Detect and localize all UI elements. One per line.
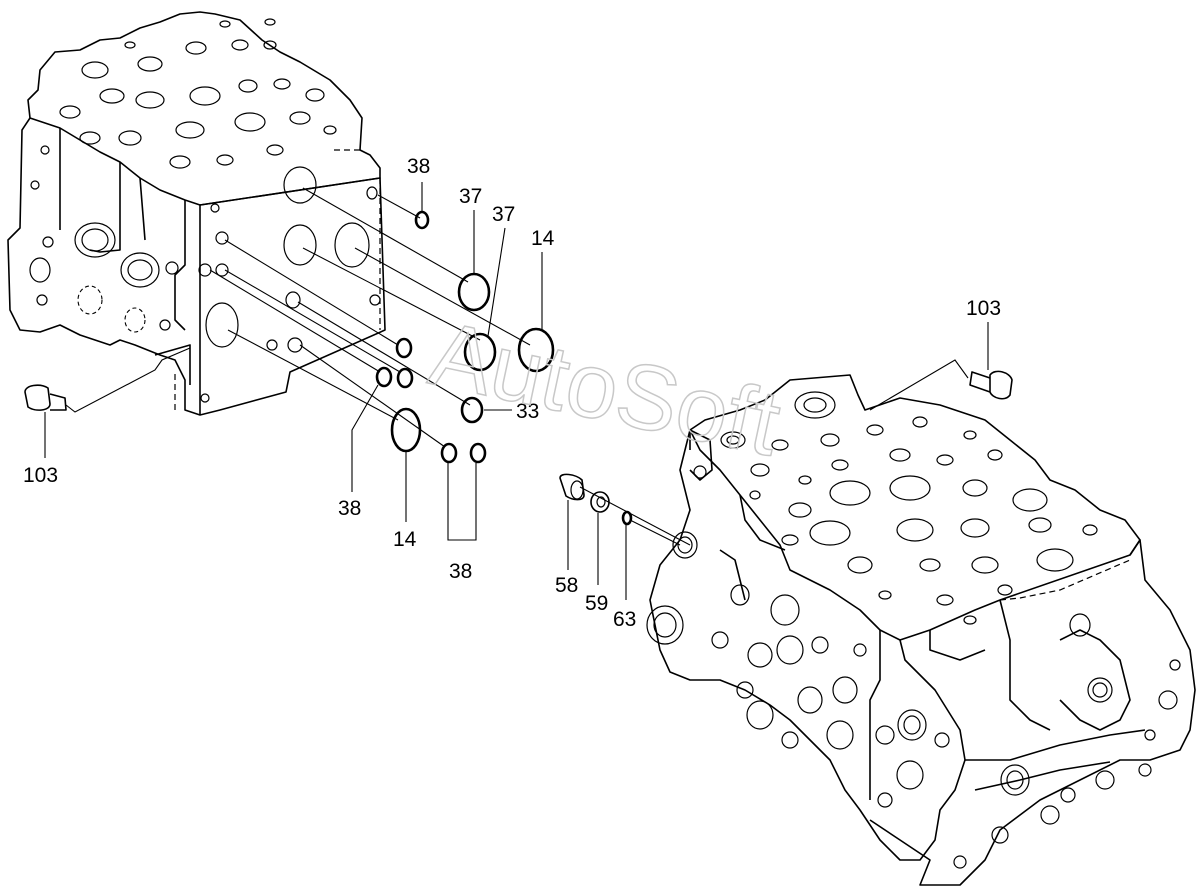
o-ring-37-lower	[463, 332, 497, 372]
callout-leaders	[44, 182, 989, 600]
o-ring-38-lower-b	[469, 442, 487, 464]
callout-14-lower: 14	[393, 528, 417, 551]
callout-33: 33	[516, 400, 539, 423]
callout-14-upper: 14	[531, 227, 555, 250]
callout-38-lower: 38	[449, 560, 472, 583]
o-ring-38-lower-a	[440, 442, 458, 464]
o-ring-small-b	[396, 367, 414, 389]
right-valve-block	[646, 374, 1196, 886]
watermark: AutoSoft	[422, 302, 788, 475]
bolt-103-left	[24, 347, 191, 413]
callout-38-mid: 38	[338, 497, 361, 520]
right-block-top-holes	[693, 391, 1098, 625]
bolt-103-right	[869, 359, 1013, 411]
o-ring-38-mid	[375, 366, 393, 388]
left-block-side-bores	[198, 166, 381, 353]
left-block-front-ports	[29, 145, 220, 403]
assembly-centerlines	[209, 187, 691, 546]
callout-37-upper: 37	[459, 185, 482, 208]
left-block-top-holes	[59, 18, 337, 169]
o-ring-38-top	[414, 210, 430, 230]
callout-63: 63	[613, 608, 636, 631]
washer-59	[590, 491, 610, 513]
o-ring-63	[621, 510, 633, 526]
left-valve-block	[7, 11, 386, 416]
o-ring-14-lower	[390, 407, 422, 453]
callout-labels: 38 37 37 14 33 38 14 38 103 103 58 59 63	[23, 155, 1001, 631]
right-block-front-ports	[646, 531, 1181, 869]
callout-103-left: 103	[23, 464, 58, 487]
callout-37-lower: 37	[492, 203, 515, 226]
o-rings	[375, 210, 633, 526]
o-ring-37-upper	[457, 272, 491, 312]
o-ring-33	[460, 396, 484, 424]
o-ring-small-a	[395, 337, 413, 359]
callout-38-top: 38	[407, 155, 430, 178]
o-ring-14-upper	[517, 327, 555, 373]
callout-59: 59	[585, 592, 608, 615]
callout-103-right: 103	[966, 297, 1001, 320]
plug-58	[559, 473, 585, 501]
callout-58: 58	[555, 574, 578, 597]
